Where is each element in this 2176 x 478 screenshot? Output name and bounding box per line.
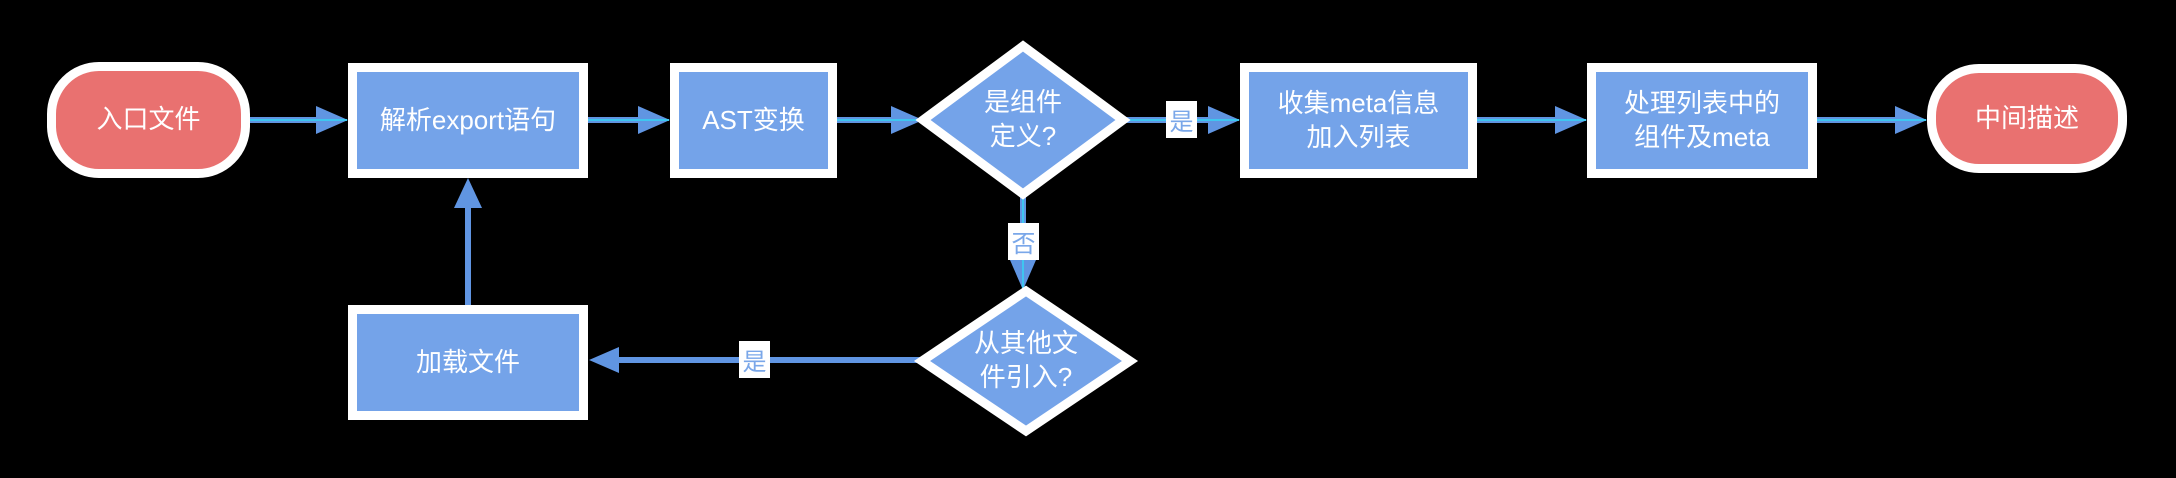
edge-parse-to-ast: [588, 106, 670, 134]
edge-label-no-down: 否: [1008, 223, 1039, 260]
node-parse-export: 解析export语句: [348, 63, 588, 178]
edge-ast-to-decision1: [837, 106, 923, 134]
arrowhead-icon: [454, 178, 482, 208]
node-load-file: 加载文件: [348, 305, 588, 420]
edge-start-to-parse: [250, 106, 348, 134]
node-end-label: 中间描述: [1974, 102, 2079, 133]
node-import-from-other-file-label: 从其他文 件引入?: [973, 328, 1078, 392]
node-end-terminal: 中间描述: [1927, 64, 2127, 173]
edge-label-yes-right: 是: [1166, 101, 1197, 138]
edge-process-to-end: [1817, 106, 1927, 134]
node-ast-transform-label: AST变换: [702, 104, 805, 135]
node-process-list-label: 处理列表中的 组件及meta: [1623, 87, 1780, 152]
node-is-component-def-shape: [915, 40, 1131, 200]
edge-collect-to-process: [1477, 106, 1587, 134]
node-collect-meta: 收集meta信息 加入列表: [1240, 63, 1477, 178]
node-process-list: 处理列表中的 组件及meta: [1587, 63, 1817, 178]
node-collect-meta-label: 收集meta信息 加入列表: [1277, 87, 1440, 152]
node-import-from-other-file-shape: [913, 285, 1139, 437]
arrowhead-icon: [589, 347, 619, 373]
edge-load-to-parse: [454, 178, 482, 305]
node-is-component-def-label: 是组件 定义?: [983, 87, 1062, 151]
node-start-terminal: 入口文件: [47, 62, 250, 178]
node-load-file-label: 加载文件: [415, 346, 520, 377]
node-parse-export-label: 解析export语句: [379, 104, 557, 135]
node-ast-transform: AST变换: [670, 63, 837, 178]
edge-label-yes-left: 是: [739, 341, 770, 378]
node-start-label: 入口文件: [96, 104, 201, 135]
